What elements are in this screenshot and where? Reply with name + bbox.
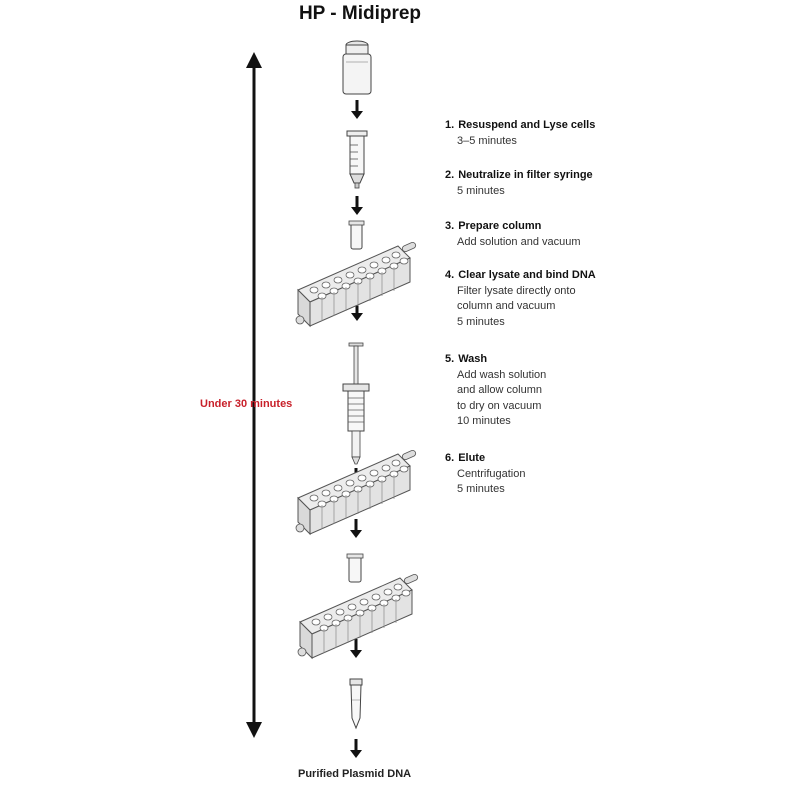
step-detail: 5 minutes (457, 315, 505, 328)
elution-tube-icon (349, 678, 363, 730)
timing-label: Under 30 minutes (200, 398, 293, 410)
result-label: Purified Plasmid DNA (298, 768, 412, 780)
step-heading-text: Resuspend and Lyse cells (458, 119, 596, 131)
step-heading: 1.Resuspend and Lyse cells (445, 118, 595, 134)
step-heading: 3.Prepare column (445, 219, 581, 235)
step-heading: 2.Neutralize in filter syringe (445, 168, 593, 184)
step-detail: column and vacuum (457, 300, 556, 312)
step-number: 4. (445, 269, 455, 281)
diagram-title: HP - Midiprep (298, 3, 422, 24)
filter-syringe-icon (346, 130, 368, 189)
step-detail: and allow column (457, 384, 542, 396)
step-detail: Add wash solution (457, 368, 547, 381)
step-number: 2. (445, 169, 455, 181)
step-detail: to dry on vacuum (457, 399, 542, 412)
step-number: 3. (445, 220, 455, 232)
step-detail: Filter lysate directly onto (457, 284, 576, 297)
column-icon (348, 220, 365, 250)
step-heading-text: Neutralize in filter syringe (458, 169, 593, 181)
step-detail: Add solution and vacuum (457, 235, 581, 248)
step-heading: 6.Elute (445, 451, 526, 467)
wash-syringe-icon (342, 342, 370, 465)
step-detail: Centrifugation (457, 467, 526, 480)
column-icon (346, 553, 364, 583)
down-arrow-icon (351, 100, 363, 119)
step-detail: 5 minutes (457, 483, 505, 495)
step-heading: 4.Clear lysate and bind DNA (445, 268, 596, 284)
step-number: 5. (445, 353, 455, 365)
step-heading-text: Elute (458, 452, 486, 464)
step-detail: 3–5 minutes (457, 134, 517, 147)
step-heading-text: Wash (458, 353, 488, 365)
step-heading: 5.Wash (445, 352, 546, 368)
step-heading-text: Prepare column (458, 220, 542, 232)
step-number: 1. (445, 119, 455, 131)
down-arrow-icon (350, 639, 362, 658)
timeline-axis (246, 52, 262, 738)
bottle-icon (342, 40, 372, 95)
down-arrow-icon (351, 196, 363, 215)
down-arrow-icon (350, 519, 362, 538)
centrifuge-rack-icon (297, 572, 420, 659)
step-heading-text: Clear lysate and bind DNA (458, 269, 596, 281)
step-number: 6. (445, 452, 455, 464)
step-detail: 5 minutes (457, 184, 505, 197)
down-arrow-icon (350, 739, 362, 758)
step-detail: 10 minutes (457, 415, 511, 427)
